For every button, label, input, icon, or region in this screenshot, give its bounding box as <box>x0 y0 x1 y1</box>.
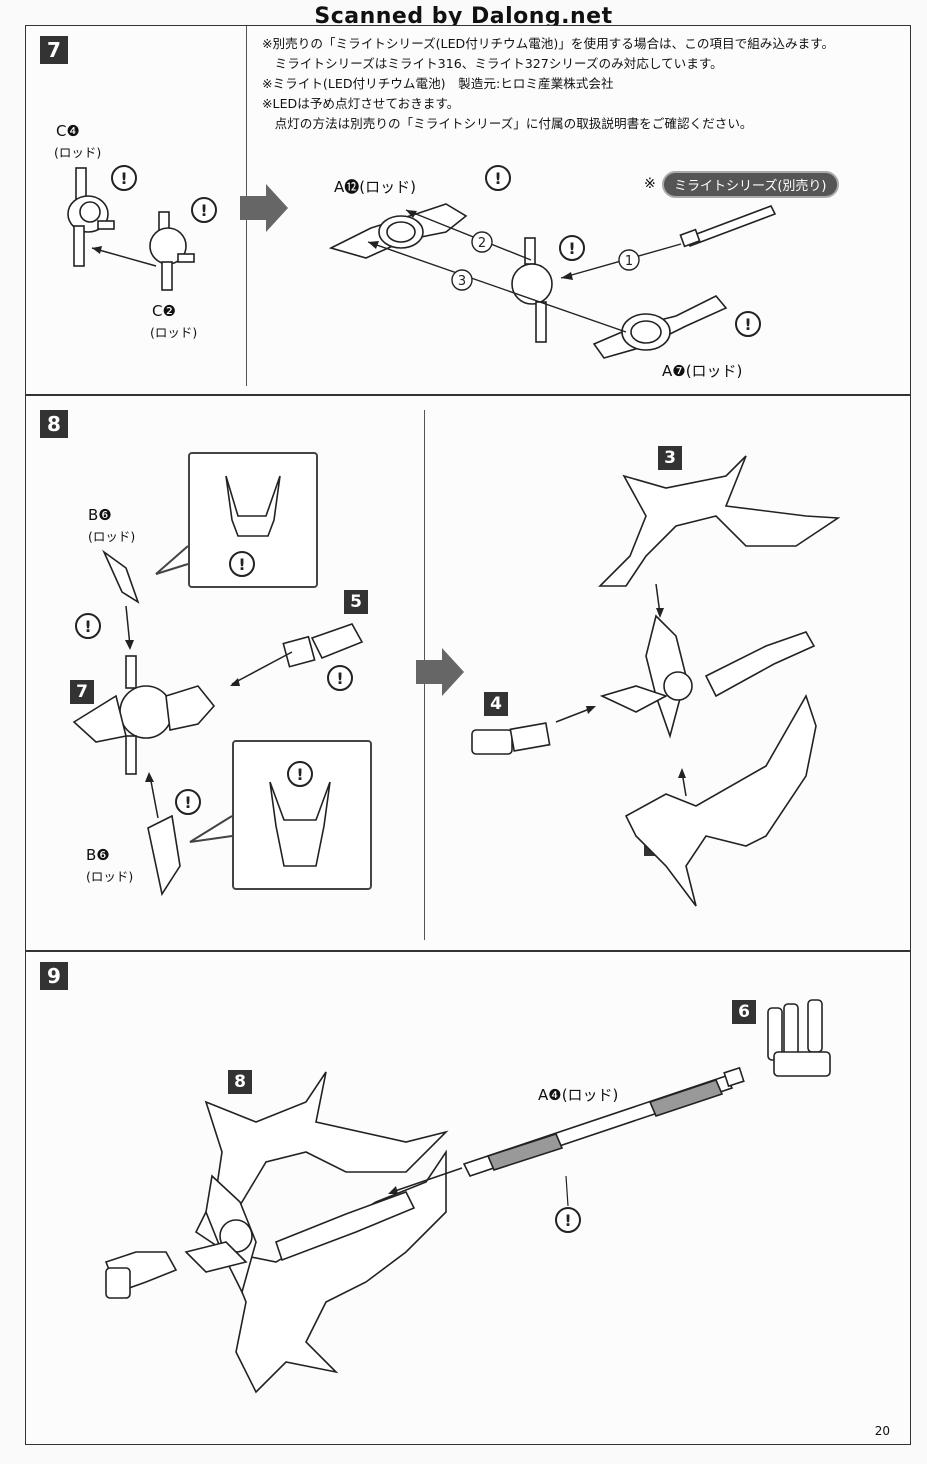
part-label-b6: B❻ <box>88 506 112 524</box>
part-sublabel: (ロッド) <box>86 869 134 884</box>
ref-step-7: 7 <box>70 680 94 704</box>
step-number: 7 <box>40 36 68 64</box>
part-sublabel: (ロッド) <box>150 325 198 340</box>
note-line: ※LEDは予め点灯させておきます。 <box>262 96 460 111</box>
part-a7-drawing <box>592 295 728 359</box>
caution-icon <box>111 165 761 337</box>
page-number: 20 <box>874 1424 890 1438</box>
order-number: 1 <box>625 254 633 269</box>
flow-arrow-icon <box>416 648 464 696</box>
step-8-illustration: !!! !! <box>72 455 841 907</box>
caution-text: ! <box>568 239 575 258</box>
watermark: Scanned by Dalong.net <box>314 4 613 29</box>
ref-step-3: 3 <box>658 446 682 470</box>
part-sublabel: (ロッド) <box>88 529 136 544</box>
note-line: ※ミライト(LED付リチウム電池) 製造元:ヒロミ産業株式会社 <box>262 76 614 91</box>
caution-text: ! <box>120 169 127 188</box>
part-5-drawing <box>282 623 364 668</box>
caution-text: ! <box>494 169 501 188</box>
ref-step-8: 8 <box>228 1070 252 1094</box>
caution-text: ! <box>200 201 207 220</box>
part-label-a7: A❼(ロッド) <box>662 362 743 380</box>
part-6-drawing <box>767 999 831 1077</box>
connector-drawing <box>511 237 553 343</box>
part-c4-drawing <box>67 167 115 267</box>
step-8-panel: 8 B❻ (ロッド) B❻ (ロッド) 5 7 3 3 4 <box>25 395 911 951</box>
option-badge: ミライトシリーズ(別売り) <box>662 171 839 198</box>
svg-text:!: ! <box>296 765 303 784</box>
part-label-a4: A❹(ロッド) <box>538 1086 619 1104</box>
note-line: 点灯の方法は別売りの「ミライトシリーズ」に付属の取扱説明書をご確認ください。 <box>262 116 753 131</box>
assembly-7-drawing <box>72 655 216 775</box>
svg-text:!: ! <box>564 1211 571 1230</box>
part-label-a12: A⓬(ロッド) <box>334 178 416 196</box>
part-c2-drawing <box>149 211 195 291</box>
svg-text:!: ! <box>84 617 91 636</box>
order-number: 3 <box>458 274 466 289</box>
part-label-c4: C❹ <box>56 122 80 140</box>
ref-step-4: 4 <box>484 692 508 716</box>
step-9-illustration: ! <box>104 999 831 1394</box>
ref-step-5: 5 <box>344 590 368 614</box>
step-7-illustration: ! ! ! ! ! <box>67 165 777 359</box>
svg-text:!: ! <box>336 669 343 688</box>
step-9-panel: 9 8 6 A❹(ロッド) ! <box>25 951 911 1445</box>
part-a12-drawing <box>328 203 468 259</box>
svg-text:!: ! <box>184 793 191 812</box>
rod-drawing <box>462 1066 745 1177</box>
part-label-c2: C❷ <box>152 302 176 320</box>
svg-text:!: ! <box>238 555 245 574</box>
caution-text: ! <box>744 315 751 334</box>
assembly-9-drawing <box>104 1071 449 1394</box>
step-7-panel: 7 ※別売りの「ミライトシリーズ(LED付リチウム電池)」を使用する場合は、この… <box>25 25 911 395</box>
part-sublabel: (ロッド) <box>54 145 102 160</box>
step-number: 9 <box>40 962 68 990</box>
part-label-b6: B❻ <box>86 846 110 864</box>
note-line: ※別売りの「ミライトシリーズ(LED付リチウム電池)」を使用する場合は、この項目… <box>262 36 835 51</box>
option-prefix: ※ <box>644 176 656 192</box>
order-number: 2 <box>478 236 486 251</box>
flow-arrow-icon <box>240 184 288 232</box>
assembly-8-drawing <box>471 455 841 907</box>
step-number: 8 <box>40 410 68 438</box>
note-line: ミライトシリーズはミライト316、ミライト327シリーズのみ対応しています。 <box>262 56 723 71</box>
ref-step-6: 6 <box>732 1000 756 1024</box>
led-light-drawing <box>679 204 777 248</box>
